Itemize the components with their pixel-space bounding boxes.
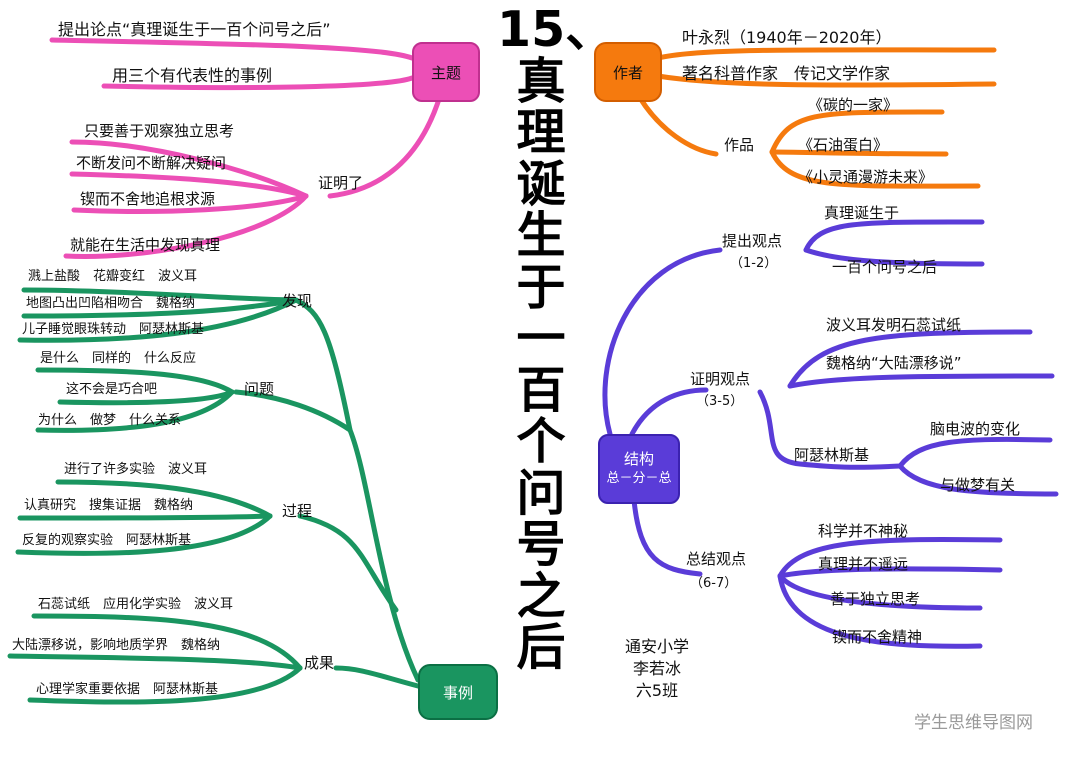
- prove-label: 证明观点: [690, 370, 751, 388]
- title-char: 诞: [516, 155, 566, 213]
- credit-school: 通安小学: [624, 637, 689, 656]
- conclude-item: 善于独立思考: [830, 590, 921, 608]
- process-label: 过程: [282, 502, 313, 520]
- title-char: 后: [516, 619, 566, 676]
- credit-class: 六5班: [635, 681, 679, 700]
- examples-branches: [7, 287, 421, 705]
- question-item: 是什么 同样的 什么反应: [40, 351, 197, 366]
- author-branches: [637, 47, 997, 189]
- conclude-item: 真理并不遥远: [818, 555, 909, 573]
- topic-branches: [49, 37, 443, 259]
- examples-node-label: 事例: [442, 683, 473, 702]
- prove-sub-item: 与做梦有关: [940, 476, 1016, 494]
- title-char: 理: [516, 104, 566, 161]
- map-title: 15、 真 理 诞 生 于 一 百 个 问 号 之 后: [497, 1, 615, 676]
- prove-sub-label: 阿瑟林斯基: [794, 446, 870, 464]
- discovery-label: 发现: [282, 292, 313, 310]
- credit-name: 李若冰: [632, 659, 681, 678]
- author-node-label: 作者: [612, 63, 643, 82]
- proof-item: 就能在生活中发现真理: [70, 236, 221, 254]
- result-item: 心理学家重要依据 阿瑟林斯基: [36, 682, 219, 697]
- author-credit: 通安小学 李若冰 六5班: [612, 636, 702, 702]
- structure-node-label: 结构: [623, 450, 654, 468]
- work-item: 《石油蛋白》: [798, 136, 889, 154]
- works-label: 作品: [724, 136, 755, 154]
- structure-branches: [602, 219, 1059, 649]
- title-char: 于: [516, 258, 566, 316]
- title-char: 真: [516, 52, 566, 110]
- title-char: 生: [516, 207, 566, 264]
- prove-range: （3-5）: [696, 394, 744, 409]
- author-name: 叶永烈（1940年－2020年）: [682, 28, 892, 47]
- conclude-label: 总结观点: [686, 550, 747, 568]
- result-item: 大陆漂移说，影响地质学界 魏格纳: [12, 638, 221, 653]
- discovery-item: 儿子睡觉眼珠转动 阿瑟林斯基: [22, 322, 205, 337]
- work-item: 《小灵通漫游未来》: [798, 168, 934, 186]
- conclude-range: （6-7）: [690, 576, 738, 591]
- proof-item: 锲而不舍地追根求源: [80, 190, 216, 208]
- work-item: 《碳的一家》: [808, 96, 899, 114]
- discovery-item: 溅上盐酸 花瓣变红 波义耳: [28, 269, 198, 284]
- topic-point: 提出论点“真理诞生于一百个问号之后”: [58, 20, 331, 39]
- process-item: 反复的观察实验 阿瑟林斯基: [22, 533, 192, 548]
- propose-label: 提出观点: [722, 232, 783, 250]
- topic-node-label: 主题: [430, 63, 461, 82]
- topic-point: 用三个有代表性的事例: [112, 66, 273, 85]
- proof-label: 证明了: [318, 174, 364, 192]
- propose-item: 一百个问号之后: [832, 258, 938, 276]
- question-item: 这不会是巧合吧: [66, 382, 158, 397]
- title-char: 问: [516, 464, 566, 522]
- proof-item: 不断发问不断解决疑问: [76, 154, 227, 172]
- propose-item: 真理诞生于: [824, 204, 900, 222]
- result-item: 石蕊试纸 应用化学实验 波义耳: [38, 597, 234, 612]
- structure-node-pattern: 总－分－总: [606, 471, 672, 486]
- topic-node: 主题: [412, 42, 480, 102]
- process-item: 认真研究 搜集证据 魏格纳: [24, 498, 194, 513]
- question-label: 问题: [244, 380, 275, 398]
- proof-item: 只要善于观察独立思考: [84, 122, 235, 140]
- structure-node: 结构 总－分－总: [598, 434, 680, 504]
- question-item: 为什么 做梦 什么关系: [38, 413, 182, 428]
- propose-range: （1-2）: [730, 256, 778, 271]
- process-item: 进行了许多实验 波义耳: [64, 462, 208, 477]
- title-char: 之: [516, 567, 566, 625]
- author-roles: 著名科普作家 传记文学作家: [682, 64, 891, 83]
- discovery-item: 地图凸出凹陷相吻合 魏格纳: [26, 296, 196, 311]
- prove-sub-item: 脑电波的变化: [930, 420, 1021, 438]
- title-char: 一: [516, 310, 566, 367]
- prove-item: 波义耳发明石蕊试纸: [826, 316, 962, 334]
- examples-node: 事例: [418, 664, 498, 720]
- author-node: 作者: [594, 42, 662, 102]
- conclude-item: 锲而不舍精神: [832, 628, 923, 646]
- prove-item: 魏格纳“大陆漂移说”: [826, 354, 962, 372]
- title-char: 个: [516, 413, 566, 470]
- title-number: 15、: [497, 1, 615, 58]
- title-char: 号: [516, 516, 566, 573]
- title-char: 百: [516, 361, 566, 419]
- conclude-item: 科学并不神秘: [818, 522, 909, 540]
- result-label: 成果: [304, 654, 335, 672]
- watermark: 学生思维导图网: [914, 713, 1033, 733]
